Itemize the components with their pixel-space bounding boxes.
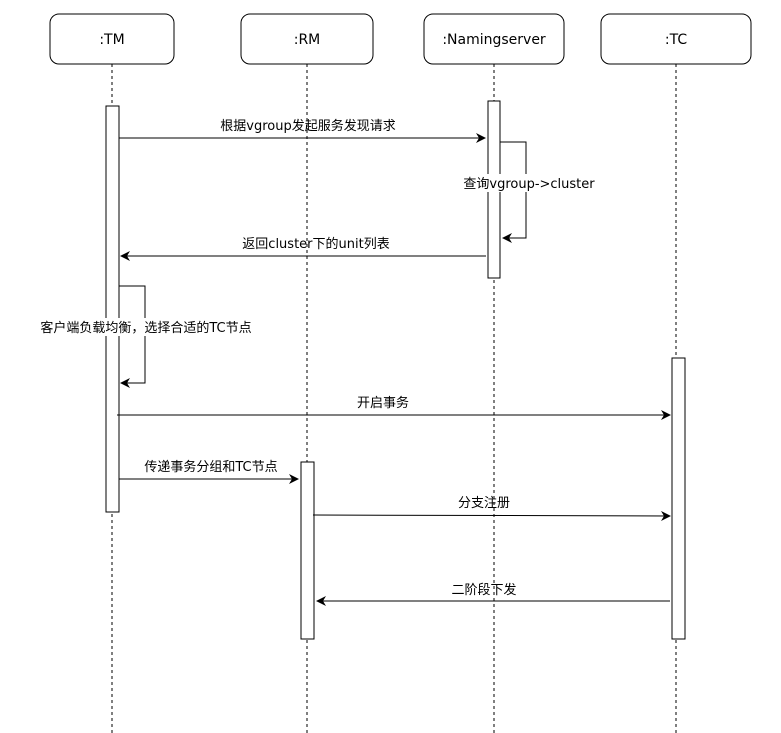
participant-rm-label: :RM [294,32,321,48]
activation-tm [105,105,120,513]
message-label: 开启事务 [357,395,409,411]
activation-tc [671,357,686,640]
participant-tc-label: :TC [665,32,687,48]
message-branch-register: 分支注册 [312,496,671,521]
message-label: 分支注册 [458,496,510,511]
participant-tm: :TM [49,13,175,65]
message-label: 二阶段下发 [451,582,516,598]
activation-rm [300,461,315,640]
message-service-discovery: 根据vgroup发起服务发现请求 [119,118,486,143]
participant-tc: :TC [600,13,752,65]
message-begin-transaction: 开启事务 [117,395,671,420]
message-return-unit-list: 返回cluster下的unit列表 [120,236,486,261]
message-label: 返回cluster下的unit列表 [242,236,389,252]
message-label: 根据vgroup发起服务发现请求 [220,118,395,134]
message-phase-two-dispatch: 二阶段下发 [316,582,670,606]
participant-tm-label: :TM [99,32,124,48]
message-label: 传递事务分组和TC节点 [144,459,277,475]
message-pass-group: 传递事务分组和TC节点 [119,459,299,484]
message-label: 查询vgroup->cluster [463,177,595,192]
participant-ns-label: :Namingserver [442,32,546,48]
message-query-cluster: 查询vgroup->cluster [460,141,600,243]
message-label: 客户端负载均衡，选择合适的TC节点 [40,320,251,336]
message-load-balance: 客户端负载均衡，选择合适的TC节点 [22,285,274,388]
participant-ns: :Namingserver [423,13,565,65]
participant-rm: :RM [240,13,374,65]
